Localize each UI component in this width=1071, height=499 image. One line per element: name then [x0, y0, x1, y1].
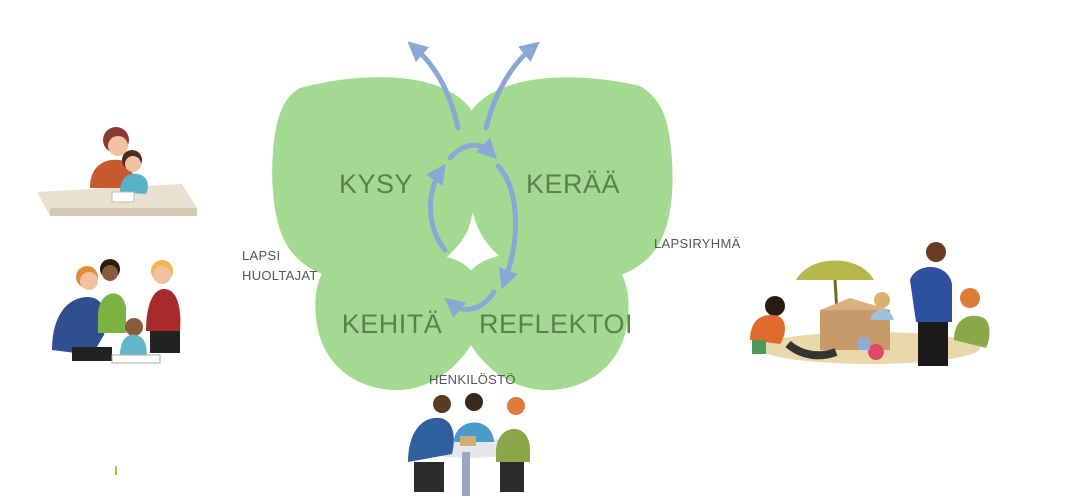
green-tick-mark	[115, 466, 117, 475]
label-lapsiryhma: LAPSIRYHMÄ	[654, 236, 741, 251]
sandbox-play-illustration	[750, 242, 990, 366]
arrow-bottom	[444, 289, 497, 319]
wing-label-kysy: KYSY	[339, 169, 413, 199]
staff-meeting-illustration	[408, 393, 530, 496]
family-reading-illustration	[52, 259, 181, 364]
cycle-arrows	[407, 41, 540, 319]
label-henkilosto: HENKILÖSTÖ	[429, 372, 516, 387]
arrow-out-left	[407, 41, 461, 131]
wing-bottom-left	[315, 249, 484, 391]
wing-label-keraa: KERÄÄ	[526, 169, 620, 199]
label-lapsi: LAPSI	[242, 248, 281, 263]
wing-top-left	[272, 77, 482, 283]
arrow-up-left	[426, 163, 448, 253]
wing-label-kehita: KEHITÄ	[342, 309, 443, 339]
arrow-top	[447, 137, 498, 161]
label-huoltajat: HUOLTAJAT	[242, 268, 318, 283]
arrow-down-right	[495, 163, 518, 290]
arrow-out-right	[483, 41, 540, 131]
parent-child-table-illustration	[37, 127, 197, 216]
wing-label-reflektoi: REFLEKTOI	[479, 309, 633, 339]
